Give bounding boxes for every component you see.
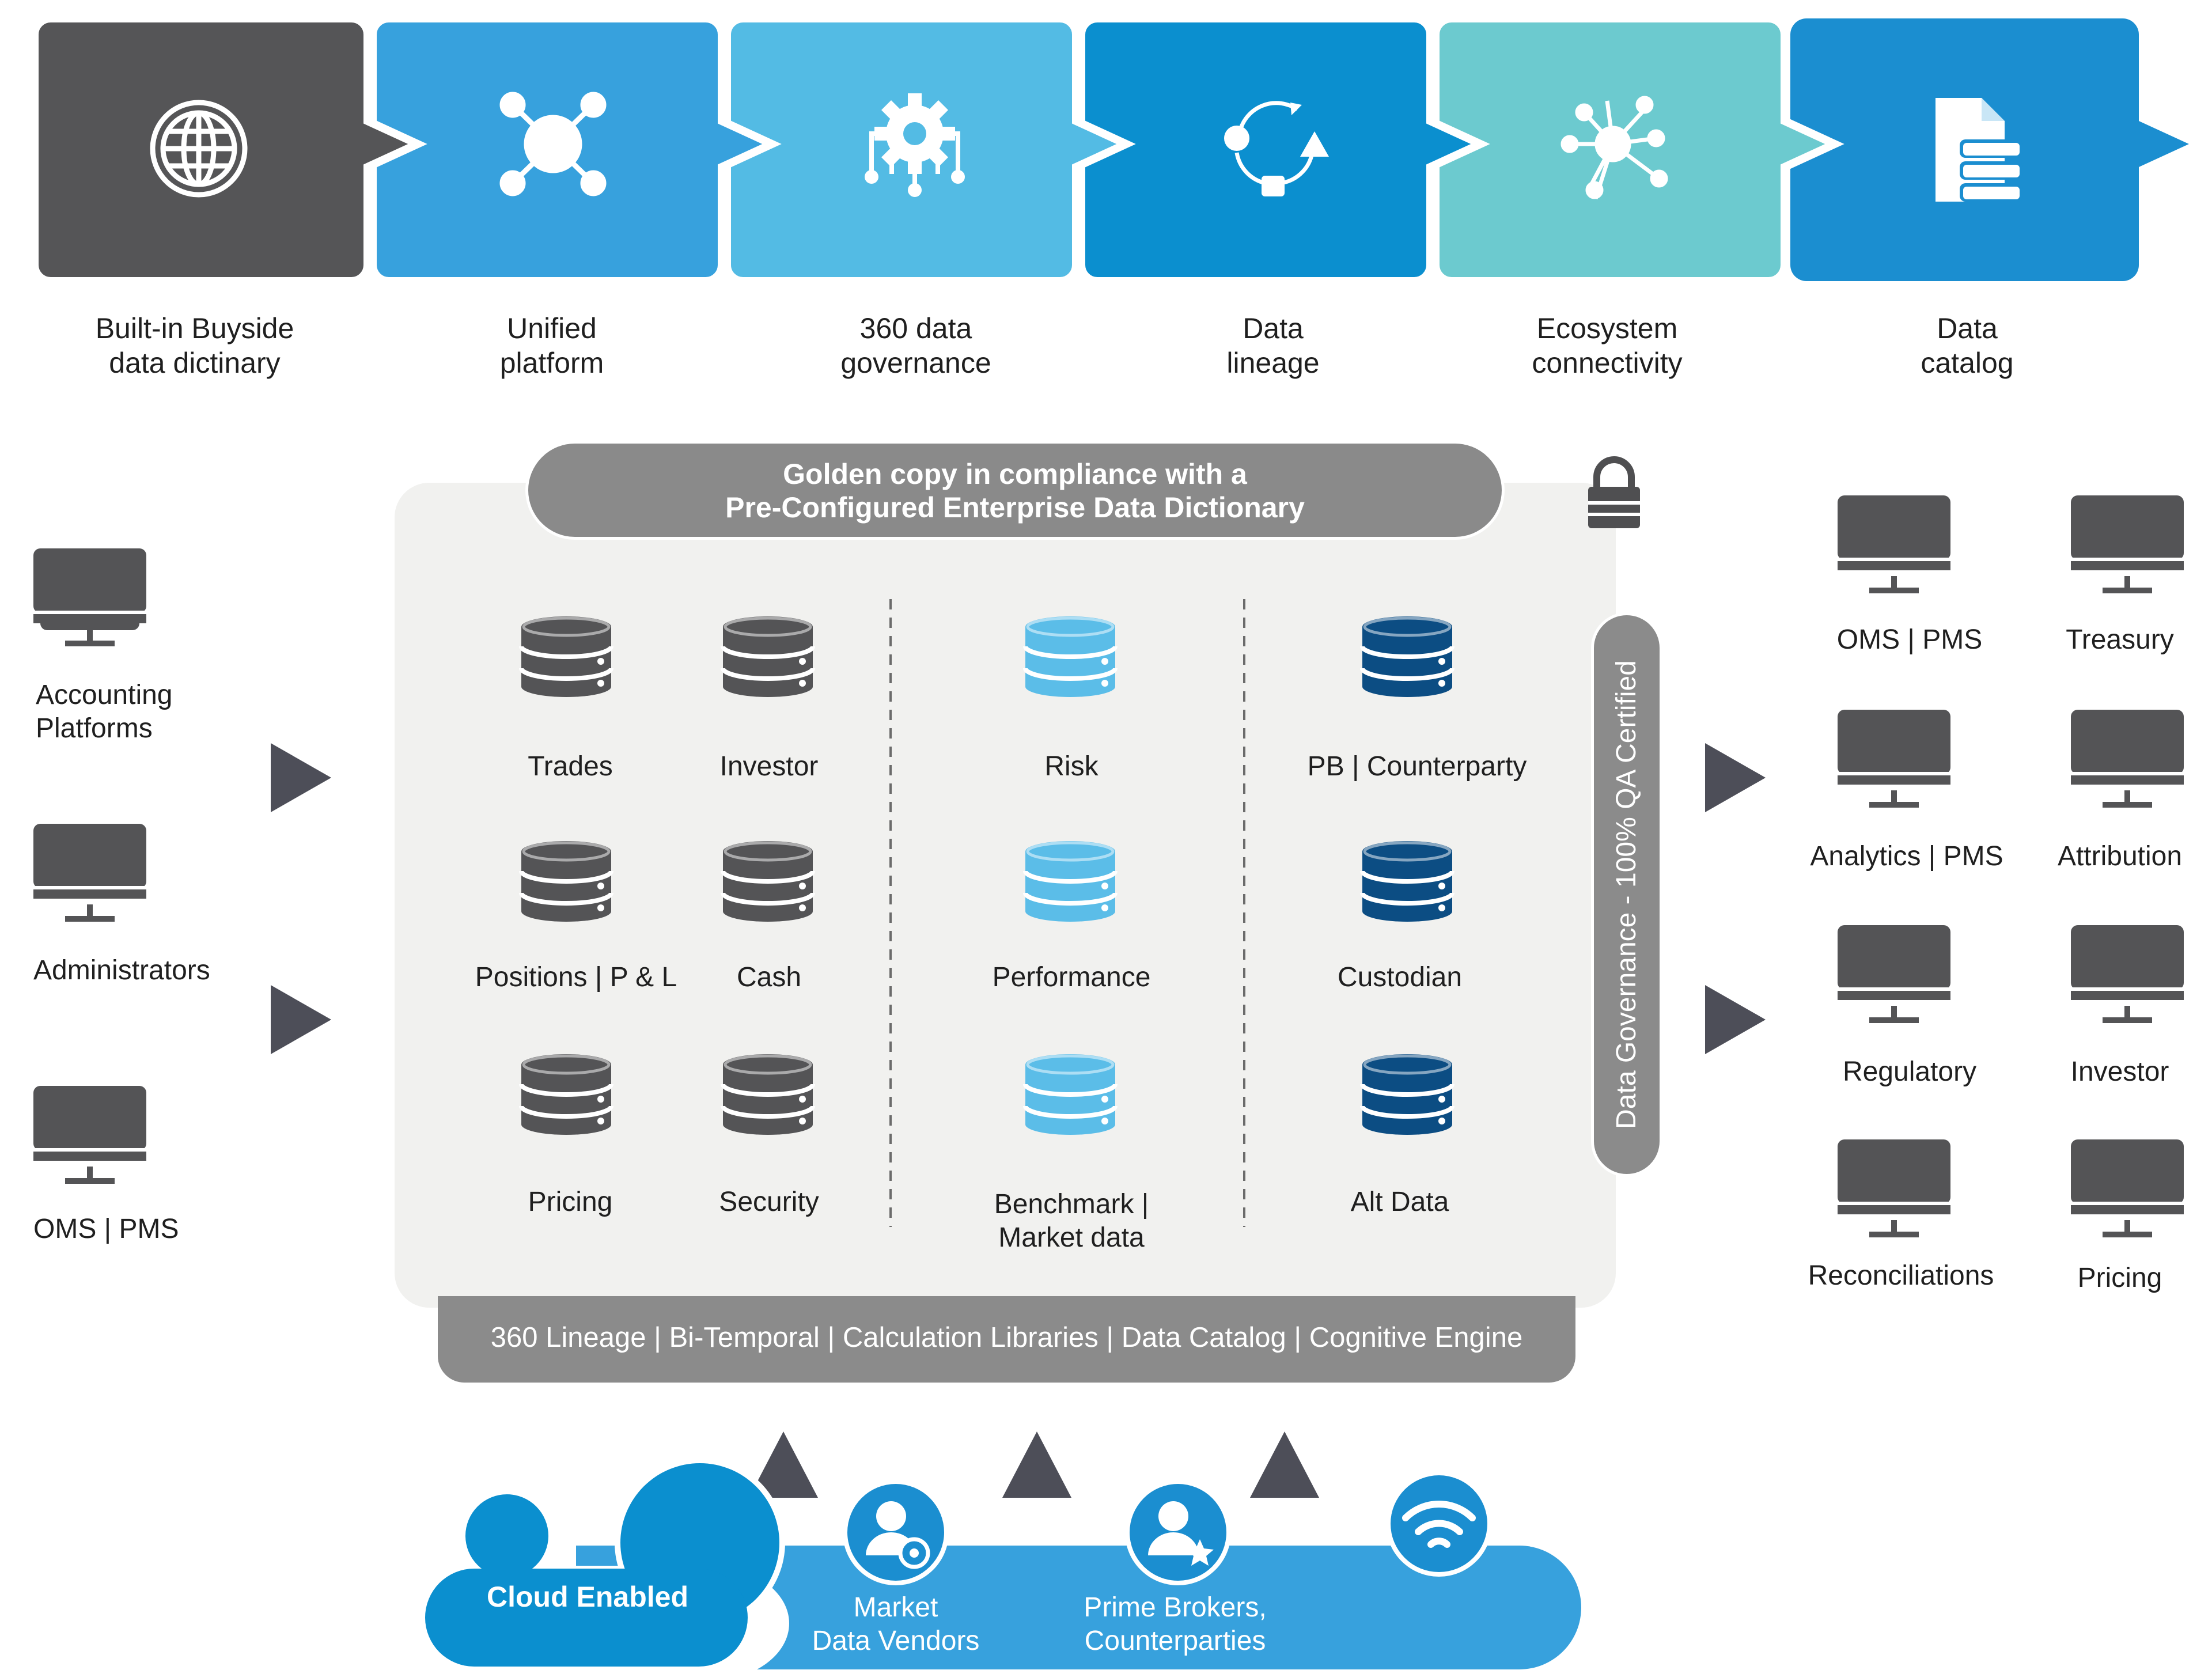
database-custodian-icon	[1362, 841, 1452, 922]
wifi-icon	[1386, 1471, 1492, 1577]
user-gear-icon	[843, 1479, 949, 1585]
column-separators	[889, 599, 1245, 1227]
document-icon	[1936, 98, 2023, 202]
db-label-security: Security	[719, 1187, 819, 1217]
arrow-up-icon	[749, 1432, 818, 1498]
output-label-4: Attribution	[2057, 841, 2183, 872]
stage-label-5: Ecosystem connectivity	[1532, 312, 1683, 379]
output-label-1: OMS | PMS	[1836, 624, 1983, 655]
governance-pill	[1591, 612, 1662, 1177]
stage-label-6: Data catalog	[1921, 312, 2014, 379]
arrow-up-icon	[1002, 1432, 1071, 1498]
arrow-up-icon	[1250, 1432, 1319, 1498]
database-benchmark-icon	[1025, 1054, 1115, 1135]
db-label-cash: Cash	[736, 962, 802, 993]
db-label-risk: Risk	[1044, 751, 1099, 782]
process-stages: Built-in Buyside data dictinary Unified …	[0, 0, 2212, 403]
monitor-icon	[2071, 710, 2184, 808]
right-arrows	[1705, 743, 1766, 1054]
db-label-pricing: Pricing	[528, 1187, 613, 1217]
monitor-icon	[1838, 495, 1950, 593]
database-investor-icon	[723, 616, 813, 697]
db-label-pb: PB | Counterparty	[1307, 751, 1527, 782]
stage-label-3: 360 data governance	[840, 312, 991, 379]
banner-line-2: Pre-Configured Enterprise Data Dictionar…	[725, 491, 1305, 524]
output-label-5: Regulatory	[1842, 1056, 1977, 1087]
up-arrows	[749, 1432, 1319, 1498]
golden-copy-banner: Golden copy in compliance with a Pre-Con…	[525, 441, 1505, 540]
banner-line-1: Golden copy in compliance with a	[783, 458, 1247, 490]
source-monitors	[33, 548, 146, 1184]
source-label-1: Accounting Platforms	[36, 680, 173, 744]
hub-icon	[499, 92, 607, 196]
database-performance-icon	[1025, 841, 1115, 922]
monitor-icon	[1838, 710, 1950, 808]
source-label-2: Administrators	[33, 955, 210, 986]
governance-text: Data Governance - 100% QA Certified	[1611, 660, 1642, 1129]
database-icons	[461, 611, 1613, 1187]
database-cash-icon	[723, 841, 813, 922]
output-label-7: Reconciliations	[1808, 1260, 1994, 1291]
db-label-positions: Positions | P & L	[475, 962, 677, 993]
provider-label-1: Market Data Vendors	[812, 1592, 980, 1656]
db-label-custodian: Custodian	[1337, 962, 1463, 993]
db-label-benchmark: Benchmark | Market data	[994, 1189, 1149, 1253]
provider-label-2: Prime Brokers, Counterparties	[1084, 1592, 1267, 1656]
monitor-icon	[1838, 1139, 1950, 1237]
monitor-icon	[2071, 495, 2184, 593]
monitor-icon	[2071, 925, 2184, 1023]
db-label-trades: Trades	[528, 751, 613, 782]
provider-icons	[843, 1471, 1492, 1585]
feature-bar-text: 360 Lineage | Bi-Temporal | Calculation …	[490, 1322, 1523, 1353]
monitor-icon	[33, 548, 146, 646]
arrow-right-icon	[1705, 743, 1766, 812]
stage-label-2: Unified platform	[499, 312, 604, 379]
monitor-icon	[1838, 925, 1950, 1023]
output-label-8: Pricing	[2077, 1263, 2162, 1293]
db-label-altdata: Alt Data	[1350, 1187, 1449, 1217]
output-label-2: Treasury	[2066, 624, 2174, 655]
monitor-icon	[33, 824, 146, 922]
database-positions-icon	[521, 841, 611, 922]
feature-bar	[438, 1296, 1575, 1383]
database-altdata-icon	[1362, 1054, 1452, 1135]
db-label-performance: Performance	[992, 962, 1151, 993]
stage-label-1: Built-in Buyside data dictinary	[95, 312, 294, 379]
cloud-label: Cloud Enabled	[487, 1581, 688, 1613]
stage-4-box	[1077, 14, 1490, 285]
output-label-3: Analytics | PMS	[1810, 841, 2003, 872]
stage-5-box	[1431, 14, 1844, 285]
database-security-icon	[723, 1054, 813, 1135]
cycle-icon	[1224, 101, 1329, 196]
gear-network-icon	[865, 93, 965, 197]
source-label-3: OMS | PMS	[33, 1214, 179, 1244]
network-icon	[1560, 96, 1668, 200]
db-label-investor: Investor	[719, 751, 819, 782]
arrow-right-icon	[271, 743, 331, 812]
database-pb-icon	[1362, 616, 1452, 697]
left-arrows	[271, 743, 331, 1054]
database-pricing-icon	[521, 1054, 611, 1135]
process-chevrons	[31, 14, 2189, 285]
monitor-icon	[2071, 1139, 2184, 1237]
database-trades-icon	[521, 616, 611, 697]
monitor-icon	[33, 1086, 146, 1184]
stage-label-4: Data lineage	[1226, 312, 1320, 379]
lock-icon	[1588, 456, 1640, 528]
arrow-right-icon	[1705, 985, 1766, 1054]
arrow-right-icon	[271, 985, 331, 1054]
cloud-shape	[421, 1457, 789, 1669]
globe-icon	[150, 100, 248, 198]
output-label-6: Investor	[2070, 1056, 2169, 1087]
user-star-icon	[1125, 1479, 1231, 1585]
database-risk-icon	[1025, 616, 1115, 697]
output-monitors	[1838, 495, 2184, 1237]
